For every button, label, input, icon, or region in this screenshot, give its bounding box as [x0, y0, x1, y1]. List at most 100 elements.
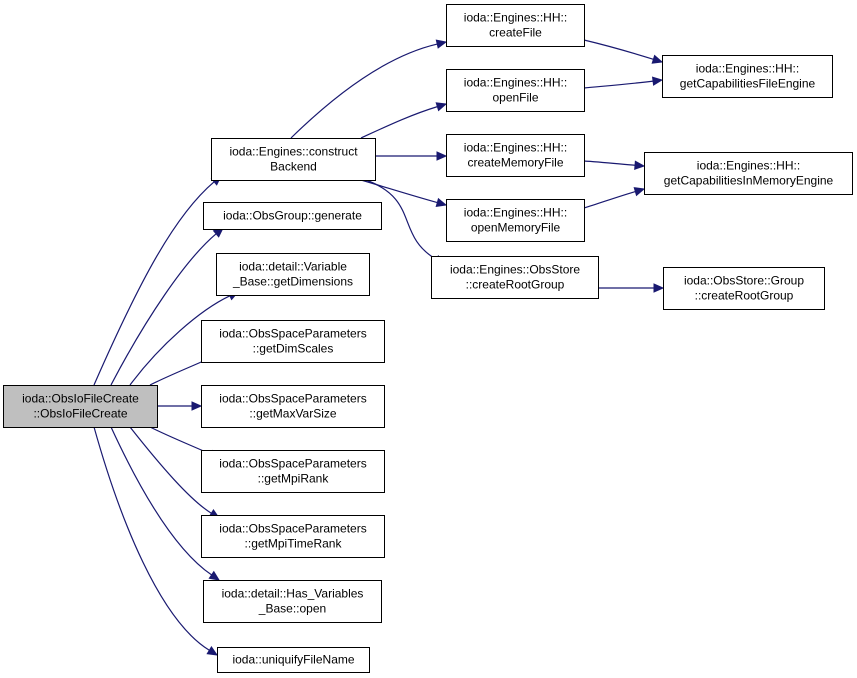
arrowhead-icon — [633, 187, 646, 197]
node-hasVariablesOpen[interactable]: ioda::detail::Has_Variables_Base::open — [203, 580, 382, 623]
edge-root-to-uniquifyFileName — [93, 426, 219, 656]
node-getMpiRank[interactable]: ioda::ObsSpaceParameters::getMpiRank — [201, 450, 385, 493]
edge-line — [583, 80, 654, 89]
node-label: ::createRootGroup — [466, 278, 565, 292]
node-label: getCapabilitiesFileEngine — [680, 77, 816, 91]
node-label: ioda::ObsSpaceParameters — [219, 522, 366, 536]
node-box — [446, 199, 585, 242]
node-label: ioda::ObsSpaceParameters — [219, 457, 366, 471]
node-obsGroupGenerate[interactable]: ioda::ObsGroup::generate — [203, 202, 382, 230]
edge-line — [290, 43, 438, 139]
node-label: ioda::ObsSpaceParameters — [219, 327, 366, 341]
node-label: ioda::Engines::HH:: — [697, 159, 800, 173]
node-box — [663, 267, 825, 310]
edge-line — [365, 179, 437, 260]
node-box — [3, 385, 158, 428]
node-label: ::getMaxVarSize — [249, 407, 336, 421]
node-getCapMem[interactable]: ioda::Engines::HH::getCapabilitiesInMemo… — [644, 152, 853, 195]
arrowhead-icon — [653, 283, 665, 293]
edge-openMemoryFile-to-getCapMem — [583, 187, 646, 209]
node-label: ioda::detail::Has_Variables — [222, 587, 364, 601]
node-label: ::getMpiTimeRank — [245, 537, 343, 551]
node-label: openMemoryFile — [471, 221, 561, 235]
node-label: ioda::Engines::HH:: — [464, 141, 567, 155]
node-label: ioda::uniquifyFileName — [232, 653, 354, 667]
node-box — [644, 152, 853, 195]
node-label: ioda::ObsSpaceParameters — [219, 392, 366, 406]
edge-constructBackend-to-openMemoryFile — [360, 179, 448, 208]
arrowhead-icon — [651, 54, 664, 64]
node-box — [201, 450, 385, 493]
node-box — [216, 253, 370, 296]
edge-line — [360, 179, 438, 204]
edge-line — [93, 426, 210, 651]
arrowhead-icon — [436, 151, 448, 161]
node-root[interactable]: ioda::ObsIoFileCreate::ObsIoFileCreate — [3, 385, 158, 428]
edge-line — [129, 426, 212, 514]
node-box — [446, 134, 585, 177]
node-label: ioda::detail::Variable — [239, 260, 347, 274]
node-box — [201, 385, 385, 428]
node-box — [203, 202, 382, 230]
edge-obsStoreCreateRootGroup-to-groupCreateRootGroup — [598, 283, 665, 293]
node-label: _Base::open — [258, 602, 326, 616]
arrowhead-icon — [435, 102, 448, 112]
call-edges — [93, 39, 665, 656]
edge-constructBackend-to-openFile — [360, 102, 448, 139]
node-box — [211, 138, 376, 181]
node-label: ioda::ObsGroup::generate — [223, 209, 362, 223]
node-box — [446, 69, 585, 112]
node-label: ioda::Engines::HH:: — [696, 62, 799, 76]
node-createMemoryFile[interactable]: ioda::Engines::HH::createMemoryFile — [446, 134, 585, 177]
node-label: ioda::Engines::HH:: — [464, 76, 567, 90]
node-groupCreateRootGroup[interactable]: ioda::ObsStore::Group::createRootGroup — [663, 267, 825, 310]
node-getDimensions[interactable]: ioda::detail::Variable_Base::getDimensio… — [216, 253, 370, 296]
node-openMemoryFile[interactable]: ioda::Engines::HH::openMemoryFile — [446, 199, 585, 242]
node-obsStoreCreateRootGroup[interactable]: ioda::Engines::ObsStore::createRootGroup — [431, 256, 599, 299]
node-label: Backend — [270, 160, 317, 174]
edge-line — [583, 190, 636, 209]
node-label: ioda::Engines::ObsStore — [450, 263, 580, 277]
node-label: getCapabilitiesInMemoryEngine — [664, 174, 834, 188]
call-nodes: ioda::ObsIoFileCreate::ObsIoFileCreateio… — [3, 4, 853, 673]
edge-createFile-to-getCapFile — [583, 39, 664, 64]
arrowhead-icon — [435, 197, 448, 208]
arrowhead-icon — [191, 401, 203, 411]
arrowhead-icon — [435, 39, 448, 49]
node-getDimScales[interactable]: ioda::ObsSpaceParameters::getDimScales — [201, 320, 385, 363]
edge-constructBackend-to-createFile — [290, 39, 448, 139]
node-box — [203, 580, 382, 623]
edge-constructBackend-to-createMemoryFile — [374, 151, 448, 161]
edge-line — [583, 39, 654, 60]
arrowhead-icon — [208, 570, 221, 581]
node-box — [201, 515, 385, 558]
node-label: ::getMpiRank — [258, 472, 330, 486]
node-box — [431, 256, 599, 299]
edge-line — [360, 106, 438, 139]
node-box — [201, 320, 385, 363]
node-getCapFile[interactable]: ioda::Engines::HH::getCapabilitiesFileEn… — [662, 55, 833, 98]
node-openFile[interactable]: ioda::Engines::HH::openFile — [446, 69, 585, 112]
node-createFile[interactable]: ioda::Engines::HH::createFile — [446, 4, 585, 47]
edge-line — [93, 181, 215, 386]
node-getMpiTimeRank[interactable]: ioda::ObsSpaceParameters::getMpiTimeRank — [201, 515, 385, 558]
arrowhead-icon — [651, 76, 664, 86]
node-uniquifyFileName[interactable]: ioda::uniquifyFileName — [217, 647, 370, 673]
node-label: ::createRootGroup — [695, 289, 794, 303]
edge-root-to-hasVariablesOpen — [110, 426, 221, 581]
node-getMaxVarSize[interactable]: ioda::ObsSpaceParameters::getMaxVarSize — [201, 385, 385, 428]
edge-openFile-to-getCapFile — [583, 76, 664, 89]
node-label: ioda::Engines::HH:: — [464, 206, 567, 220]
edge-root-to-getMaxVarSize — [157, 401, 203, 411]
edge-line — [110, 426, 212, 576]
node-label: ioda::Engines::construct — [229, 145, 358, 159]
arrowhead-icon — [206, 645, 219, 656]
node-label: ::getDimScales — [253, 342, 334, 356]
node-box — [217, 647, 370, 673]
node-label: ioda::ObsIoFileCreate — [22, 392, 139, 406]
arrowhead-icon — [634, 160, 646, 170]
node-box — [446, 4, 585, 47]
node-label: ::ObsIoFileCreate — [33, 407, 127, 421]
node-box — [662, 55, 833, 98]
